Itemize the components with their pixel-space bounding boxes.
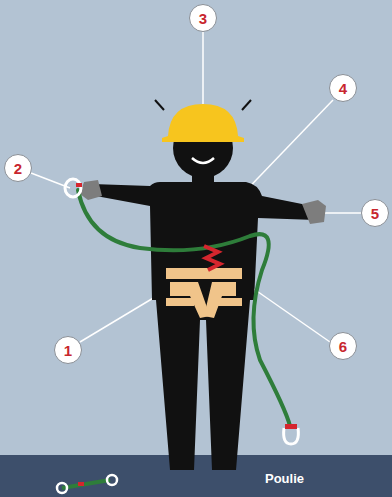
callout-number-text: 5: [371, 206, 379, 221]
callout-number: 2: [4, 154, 32, 182]
carabiner: [65, 179, 82, 197]
glove: [302, 200, 326, 224]
callout-number: 6: [329, 332, 357, 360]
callout-number-text: 4: [339, 81, 347, 96]
callout-number-text: 6: [339, 339, 347, 354]
harness: [166, 268, 242, 318]
callout-number: 4: [329, 74, 357, 102]
helmet-rays: [155, 100, 251, 110]
glove: [80, 180, 102, 200]
helmet: [162, 104, 244, 142]
callout-number: 3: [189, 4, 217, 32]
callout-number: 5: [361, 199, 389, 227]
part-label: Poulie: [265, 472, 304, 486]
callout-number: 1: [54, 336, 82, 364]
smile: [192, 158, 214, 163]
lanyard: [78, 190, 290, 426]
callout-number-text: 1: [64, 343, 72, 358]
pulley-tool: [57, 475, 117, 493]
callout-number-text: 2: [14, 161, 22, 176]
shock-absorber: [204, 246, 220, 270]
floor-band: [0, 455, 392, 497]
callout-number-text: 3: [199, 11, 207, 26]
carabiner: [284, 424, 299, 444]
worker-figure: [92, 118, 316, 470]
